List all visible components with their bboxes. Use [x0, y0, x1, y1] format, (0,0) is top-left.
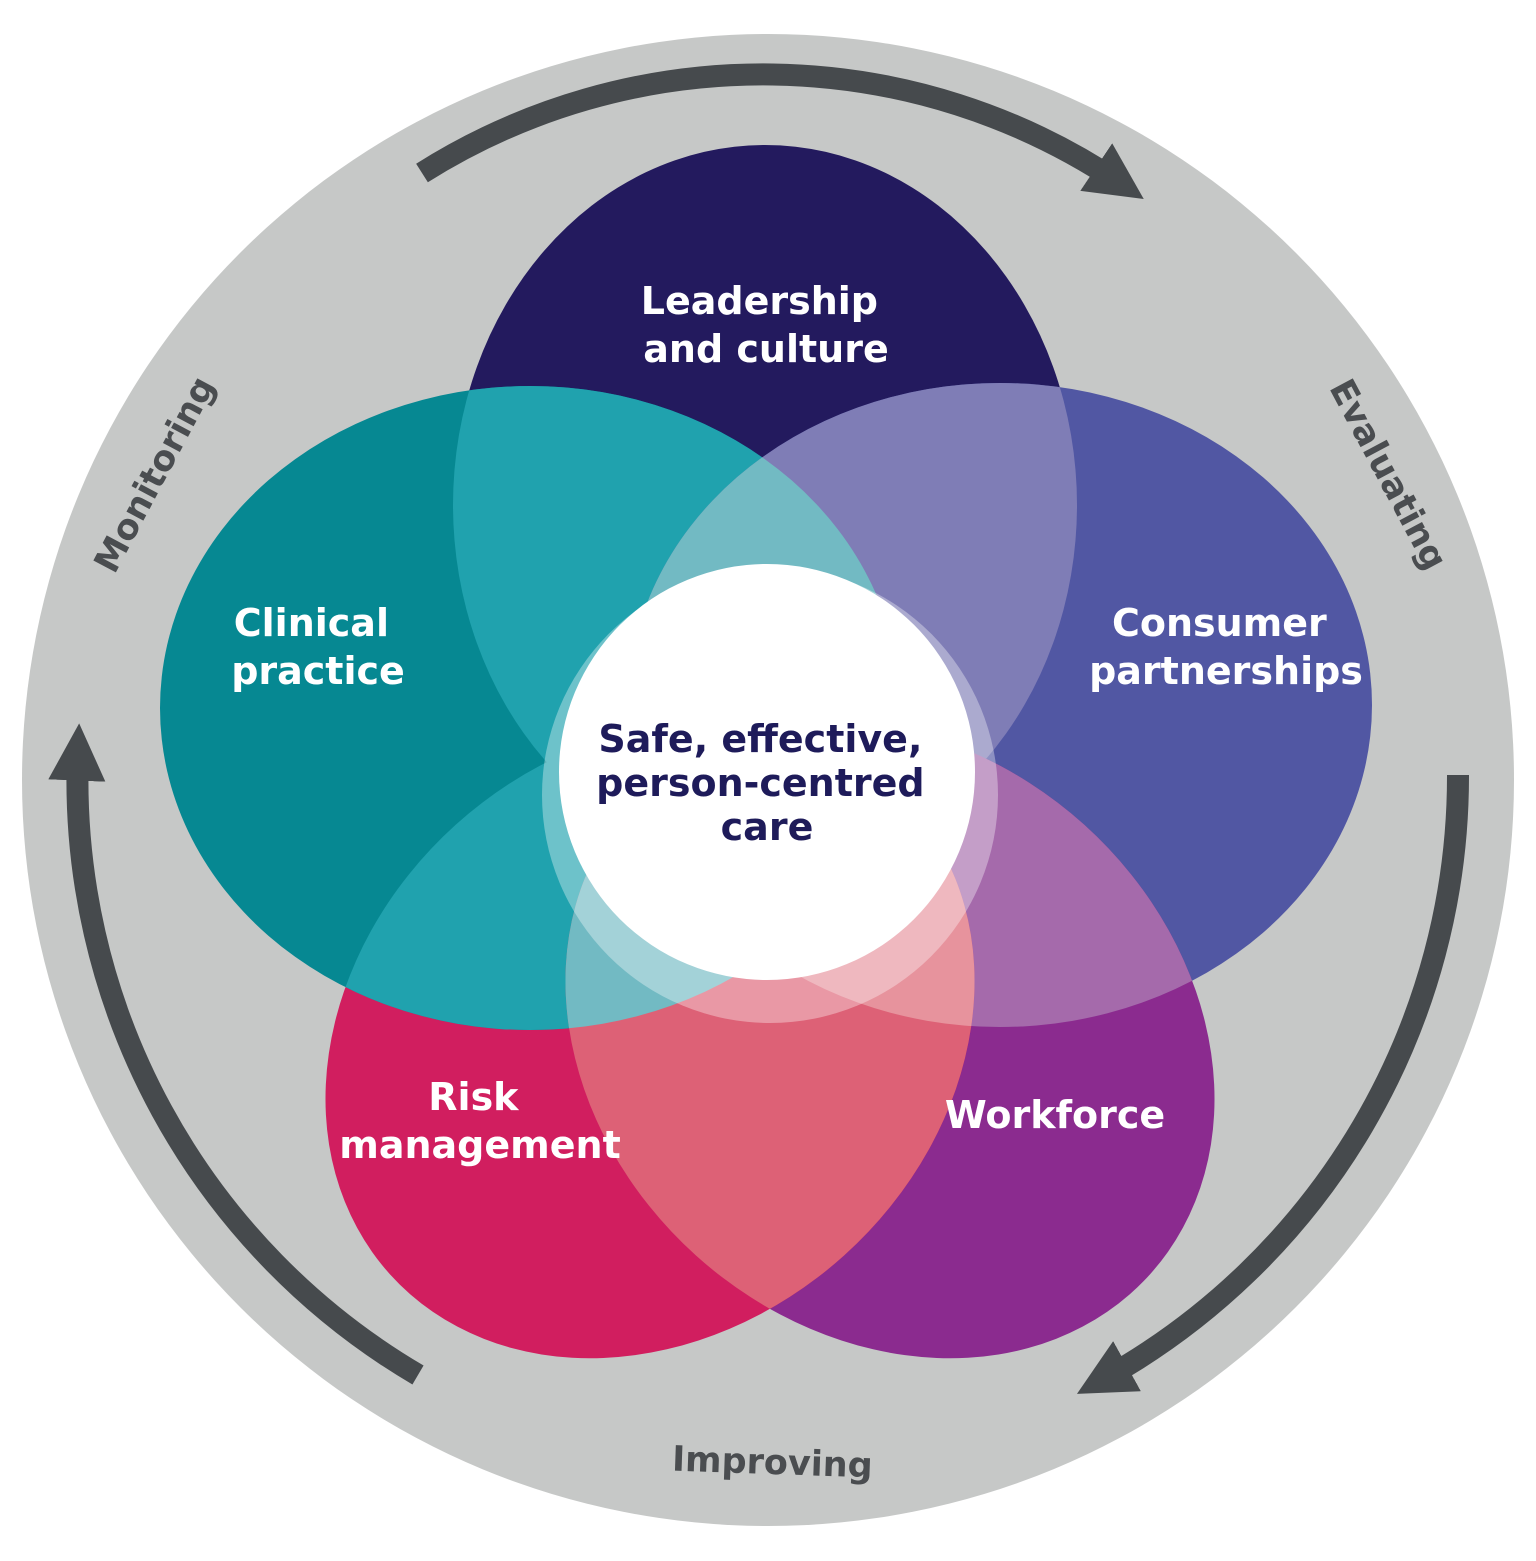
- arrow-right: [1076, 774, 1470, 1394]
- risk-line-1: Risk: [428, 1075, 519, 1119]
- workforce-label: Workforce: [945, 1093, 1165, 1137]
- risk-line-2: management: [339, 1123, 621, 1167]
- improving-label: Improving: [671, 1440, 873, 1487]
- clinical-line-1: Clinical: [234, 601, 389, 645]
- center-line-1: Safe, effective,: [598, 717, 922, 761]
- clinical-label: Clinical practice: [231, 601, 405, 693]
- consumer-line-1: Consumer: [1112, 601, 1327, 645]
- leadership-label: Leadership and culture: [641, 279, 891, 371]
- workforce-line-1: Workforce: [945, 1093, 1165, 1137]
- center-circle: [559, 564, 975, 980]
- risk-label: Risk management: [339, 1075, 621, 1167]
- arrow-top: [416, 63, 1144, 199]
- consumer-label: Consumer partnerships: [1089, 601, 1363, 693]
- center-line-3: care: [721, 805, 814, 849]
- consumer-line-2: partnerships: [1089, 649, 1363, 693]
- center-line-2: person-centred: [596, 761, 925, 805]
- center-label: Safe, effective, person-centred care: [596, 717, 938, 849]
- overlap-clinical-leadership-consumer: [628, 386, 900, 865]
- leadership-line-2: and culture: [643, 327, 888, 371]
- leadership-line-1: Leadership: [641, 279, 878, 323]
- clinical-line-2: practice: [231, 649, 405, 693]
- arrow-left: [48, 723, 424, 1385]
